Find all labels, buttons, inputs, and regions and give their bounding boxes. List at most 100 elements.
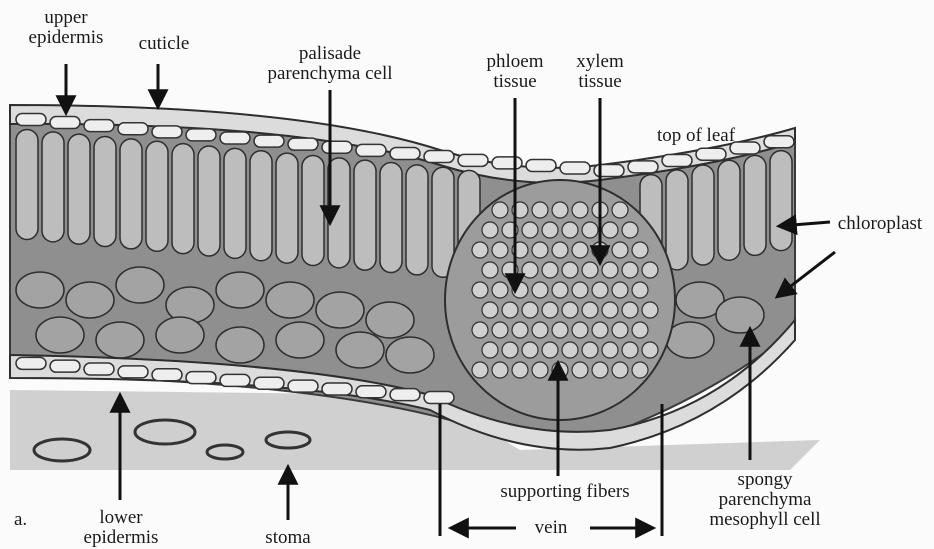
label-line: palisade bbox=[250, 44, 410, 64]
epidermis-cell bbox=[220, 132, 250, 144]
spongy-cell bbox=[266, 282, 314, 318]
spongy-cell bbox=[336, 332, 384, 368]
label-cuticle: cuticle bbox=[126, 34, 202, 54]
palisade-cell bbox=[744, 155, 766, 255]
label-line: spongy bbox=[690, 470, 840, 490]
vein-cell bbox=[562, 222, 578, 238]
spongy-cell bbox=[116, 267, 164, 303]
vein-cell bbox=[592, 322, 608, 338]
label-spongy: spongy parenchyma mesophyll cell bbox=[690, 470, 840, 530]
vein-cell bbox=[542, 262, 558, 278]
vein-cell bbox=[482, 302, 498, 318]
vein-cell bbox=[522, 262, 538, 278]
vein-cell bbox=[492, 282, 508, 298]
palisade-cell bbox=[380, 163, 402, 273]
epidermis-cell bbox=[662, 155, 692, 167]
palisade-cell bbox=[68, 134, 90, 244]
label-xylem: xylem tissue bbox=[560, 52, 640, 92]
spongy-cell bbox=[216, 272, 264, 308]
epidermis-cell bbox=[458, 154, 488, 166]
label-line: parenchyma cell bbox=[250, 64, 410, 84]
palisade-cell bbox=[120, 139, 142, 249]
vein-cell bbox=[472, 282, 488, 298]
vein-cell bbox=[612, 202, 628, 218]
label-line: epidermis bbox=[66, 528, 176, 548]
vein-cell bbox=[482, 342, 498, 358]
stoma-cell bbox=[135, 420, 195, 444]
label-phloem: phloem tissue bbox=[470, 52, 560, 92]
palisade-cell bbox=[198, 146, 220, 256]
palisade-cell bbox=[276, 153, 298, 263]
label-upper-epidermis: upper epidermis bbox=[20, 8, 112, 48]
palisade-cell bbox=[354, 160, 376, 270]
epidermis-cell bbox=[84, 120, 114, 132]
vein-cell bbox=[612, 322, 628, 338]
vein-cell bbox=[542, 222, 558, 238]
vein-cell bbox=[572, 282, 588, 298]
epidermis-cell bbox=[526, 159, 556, 171]
vein-cell bbox=[622, 262, 638, 278]
epidermis-cell bbox=[322, 383, 352, 395]
label-line: lower bbox=[66, 508, 176, 528]
palisade-cell bbox=[718, 160, 740, 260]
vein-cell bbox=[562, 302, 578, 318]
epidermis-cell bbox=[220, 374, 250, 386]
palisade-cell bbox=[94, 137, 116, 247]
vein-cell bbox=[572, 242, 588, 258]
vein-cell bbox=[502, 302, 518, 318]
label-vein: vein bbox=[520, 518, 582, 538]
label-lower-epidermis: lower epidermis bbox=[66, 508, 176, 548]
epidermis-cell bbox=[696, 148, 726, 160]
vein-cell bbox=[492, 362, 508, 378]
epidermis-cell bbox=[16, 113, 46, 125]
label-line: top of leaf bbox=[636, 126, 756, 146]
epidermis-cell bbox=[424, 391, 454, 403]
vein-cell bbox=[552, 362, 568, 378]
spongy-cell bbox=[96, 322, 144, 358]
label-line: vein bbox=[520, 518, 582, 538]
vein-cell bbox=[622, 302, 638, 318]
vein-cell bbox=[562, 262, 578, 278]
vein-cell bbox=[552, 282, 568, 298]
epidermis-cell bbox=[356, 144, 386, 156]
vein-cell bbox=[602, 342, 618, 358]
palisade-cell bbox=[406, 165, 428, 275]
spongy-cell bbox=[316, 292, 364, 328]
epidermis-cell bbox=[356, 386, 386, 398]
vein-cell bbox=[532, 282, 548, 298]
vein-cell bbox=[522, 302, 538, 318]
vein-cell bbox=[552, 202, 568, 218]
label-chloroplast: chloroplast bbox=[828, 214, 932, 234]
vein-cell bbox=[512, 362, 528, 378]
vein-cell bbox=[602, 262, 618, 278]
vein-cell bbox=[632, 242, 648, 258]
label-line: tissue bbox=[560, 72, 640, 92]
epidermis-cell bbox=[254, 135, 284, 147]
epidermis-cell bbox=[152, 369, 182, 381]
label-line: epidermis bbox=[20, 28, 112, 48]
vein-cell bbox=[612, 362, 628, 378]
vein-cell bbox=[532, 322, 548, 338]
label-line: parenchyma bbox=[690, 490, 840, 510]
vein-cell bbox=[582, 222, 598, 238]
label-stoma: stoma bbox=[250, 528, 326, 548]
stoma-cell bbox=[266, 432, 310, 448]
spongy-cell bbox=[66, 282, 114, 318]
vein-cell bbox=[612, 282, 628, 298]
label-palisade: palisade parenchyma cell bbox=[250, 44, 410, 84]
vein-cell bbox=[472, 322, 488, 338]
vein-cell bbox=[532, 242, 548, 258]
label-line: tissue bbox=[470, 72, 560, 92]
palisade-cell bbox=[692, 165, 714, 265]
epidermis-cell bbox=[50, 117, 80, 129]
vein-cell bbox=[572, 202, 588, 218]
label-line: stoma bbox=[250, 528, 326, 548]
vein-cell bbox=[562, 342, 578, 358]
spongy-cell bbox=[16, 272, 64, 308]
label-line: cuticle bbox=[126, 34, 202, 54]
epidermis-cell bbox=[118, 123, 148, 135]
vein-cell bbox=[592, 282, 608, 298]
vein-cell bbox=[632, 362, 648, 378]
vein-cell bbox=[552, 322, 568, 338]
